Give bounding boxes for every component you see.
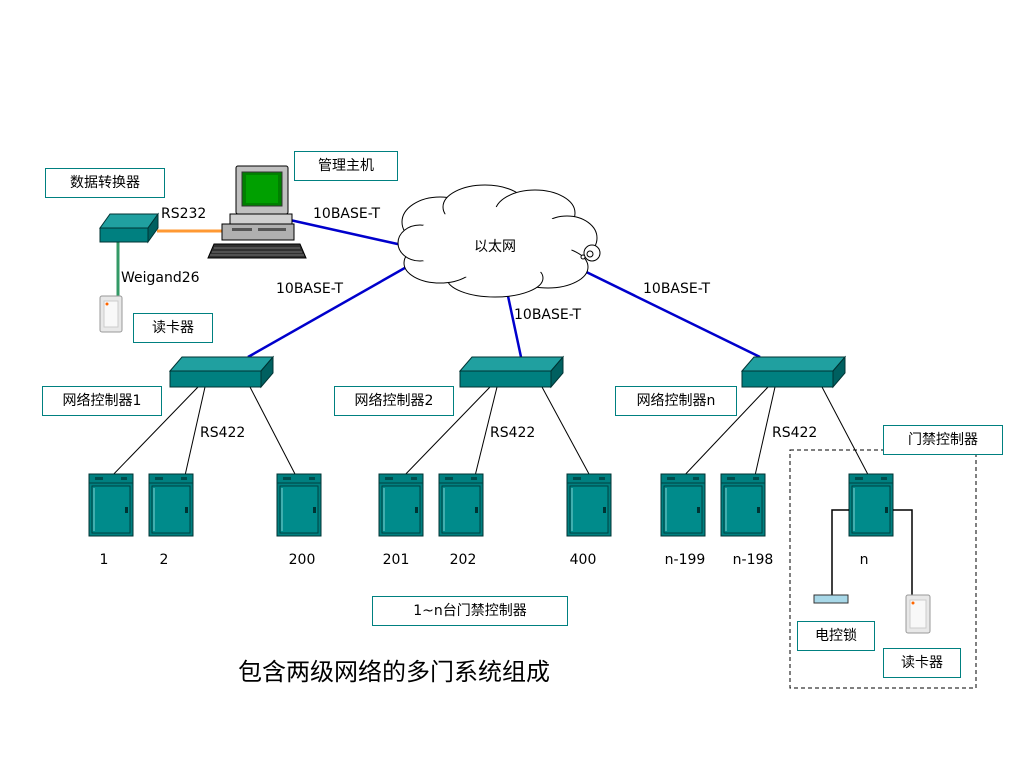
card-reader-icon: [905, 594, 931, 634]
reader-wire: [893, 509, 913, 596]
electric-lock-icon: [813, 594, 849, 604]
ethernet-line-ctrln: [571, 263, 761, 359]
lock-wire: [831, 509, 849, 595]
cabinet-icon: [148, 473, 194, 537]
network-switch-icon: [169, 356, 274, 388]
network-switch-icon: [99, 212, 159, 244]
door-controller-label: 门禁控制器: [883, 425, 1003, 455]
data-converter-label: 数据转换器: [45, 168, 165, 198]
door-number: n-199: [664, 552, 706, 568]
door-number: 202: [449, 552, 477, 568]
net-mid-label: 10BASE-T: [514, 307, 582, 323]
host-label: 管理主机: [294, 151, 398, 181]
weigand-label: Weigand26: [121, 270, 200, 286]
net-left-label: 10BASE-T: [276, 281, 344, 297]
net-host-label: 10BASE-T: [313, 206, 381, 222]
door-number: n: [859, 552, 869, 568]
card-reader-top-label: 读卡器: [133, 313, 213, 343]
door-number: 400: [569, 552, 597, 568]
door-number: n-198: [732, 552, 774, 568]
cabinet-icon: [276, 473, 322, 537]
cloud-icon: [397, 184, 601, 298]
controllers-caption: 1~n台门禁控制器: [372, 596, 568, 626]
ethernet-line-ctrl2: [506, 295, 523, 358]
door-number: 2: [159, 552, 169, 568]
diagram-title: 包含两级网络的多门系统组成: [238, 658, 550, 686]
rs422-1-label: RS422: [200, 425, 246, 441]
controller-n-label: 网络控制器n: [615, 386, 737, 416]
controller-1-label: 网络控制器1: [42, 386, 162, 416]
door-number: 201: [382, 552, 410, 568]
electric-lock-label: 电控锁: [797, 621, 875, 651]
network-switch-icon: [459, 356, 564, 388]
cabinet-icon: [720, 473, 766, 537]
rs232-label: RS232: [161, 206, 207, 222]
card-reader-bottom-label: 读卡器: [883, 648, 961, 678]
net-right-label: 10BASE-T: [643, 281, 711, 297]
ethernet-line-host: [289, 218, 403, 247]
cabinet-icon: [566, 473, 612, 537]
rs422-n-label: RS422: [772, 425, 818, 441]
door-number: 200: [288, 552, 316, 568]
door-number: 1: [99, 552, 109, 568]
ethernet-line-ctrl1: [247, 263, 411, 359]
cabinet-icon: [848, 473, 894, 537]
cabinet-icon: [660, 473, 706, 537]
computer-icon: [207, 165, 307, 259]
cabinet-icon: [438, 473, 484, 537]
rs422-2-label: RS422: [490, 425, 536, 441]
controller-2-label: 网络控制器2: [334, 386, 454, 416]
cabinet-icon: [378, 473, 424, 537]
cabinet-icon: [88, 473, 134, 537]
ethernet-label: 以太网: [474, 239, 516, 255]
card-reader-icon: [99, 295, 123, 333]
rs422-lines: [107, 386, 875, 487]
network-switch-icon: [741, 356, 846, 388]
